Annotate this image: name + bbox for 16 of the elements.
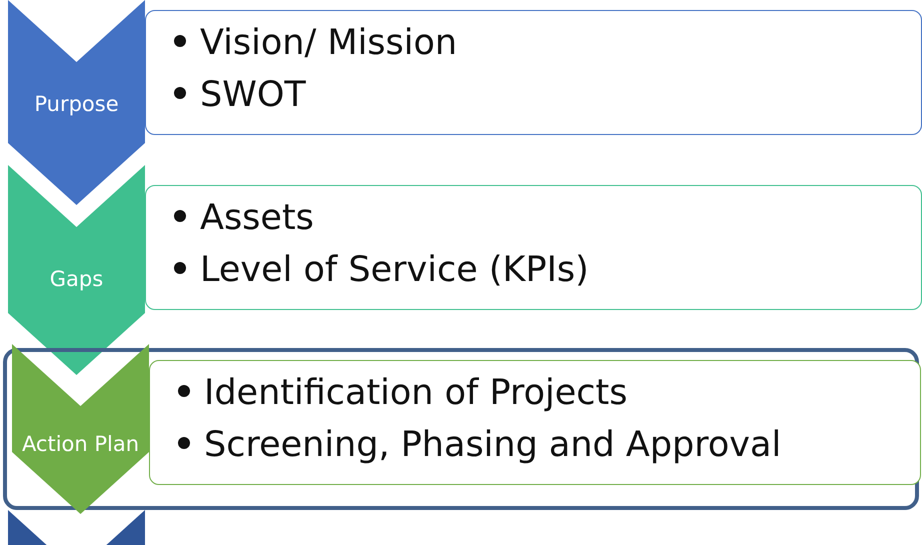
chevron-step: [8, 510, 145, 545]
bullet-text: Vision/ Mission: [200, 23, 458, 63]
bullet-text: Identification of Projects: [204, 373, 628, 413]
chevron-step: [8, 165, 145, 375]
step-label: Purpose: [33, 92, 120, 116]
step-label: Gaps: [48, 267, 104, 291]
bullet-text: Assets: [200, 198, 314, 238]
chevron-step: [12, 344, 149, 514]
text-panel: [145, 185, 922, 310]
text-panel: [145, 10, 922, 135]
chevron-step: [8, 0, 145, 205]
bullet-text: Screening, Phasing and Approval: [204, 425, 782, 465]
text-panel: [149, 360, 921, 485]
bullet-text: SWOT: [200, 75, 306, 115]
bullet-text: Level of Service (KPIs): [200, 250, 589, 290]
step-label: Action Plan: [20, 432, 140, 456]
